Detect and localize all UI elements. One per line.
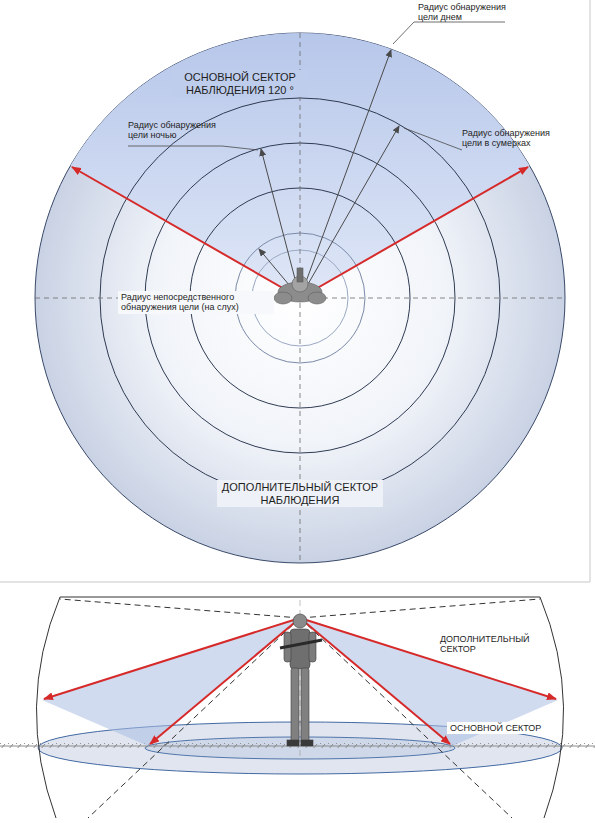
sector-title: ОСНОВНОЙ СЕКТОР НАБЛЮДЕНИЯ 120 ° <box>172 70 308 97</box>
radius-label: Радиус обнаружения цели в сумерках <box>462 128 562 149</box>
sector-label: ОСНОВНОЙ СЕКТОР <box>447 722 544 734</box>
panel-frame <box>0 0 590 582</box>
radius-label: Радиус непосредственного обнаружения цел… <box>118 291 274 314</box>
crosshair <box>35 33 565 563</box>
leader-lines <box>128 22 505 150</box>
radius-label: Радиус обнаружения цели ночью <box>128 120 228 141</box>
sector-boundary-arrow <box>72 167 300 298</box>
sector-title: ДОПОЛНИТЕЛЬНЫЙ СЕКТОР НАБЛЮДЕНИЯ <box>217 480 383 507</box>
sector-label: ДОПОЛНИТЕЛЬНЫЙ СЕКТОР <box>440 634 530 655</box>
soldier-side-view <box>280 614 322 746</box>
radius-label: Радиус обнаружения цели днем <box>418 2 518 23</box>
side-view <box>0 597 595 818</box>
sector-boundary-arrow <box>300 167 528 298</box>
soldier-top-view <box>274 268 326 304</box>
observation-circle <box>35 33 565 563</box>
